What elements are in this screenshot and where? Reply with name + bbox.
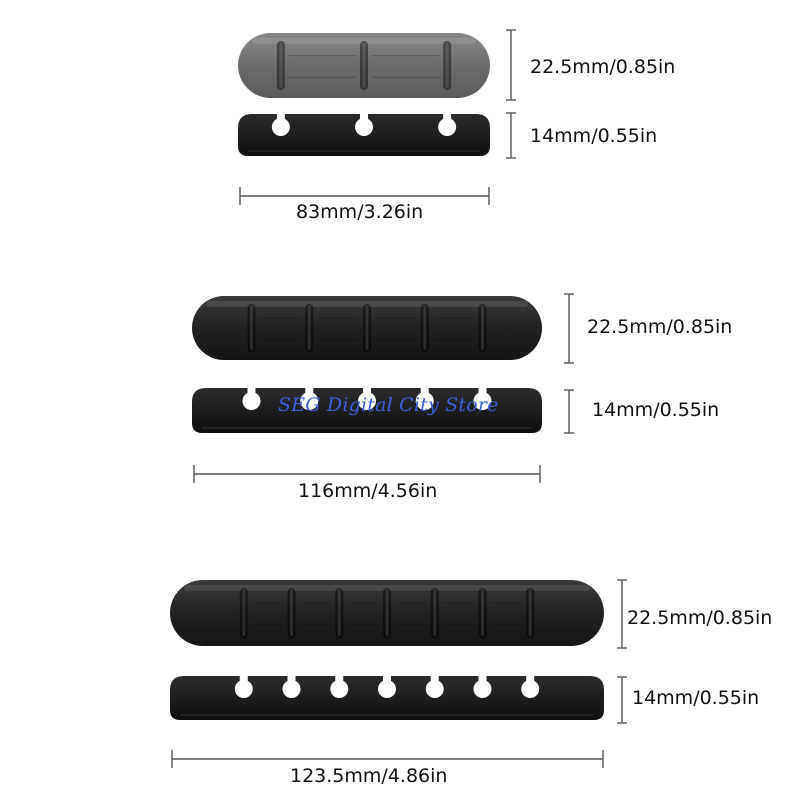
clip-side-hole bbox=[473, 680, 492, 698]
product-5-slot-height-side-label: 14mm/0.55in bbox=[592, 399, 720, 421]
clip-top-slot bbox=[420, 304, 429, 352]
clip-top-slot bbox=[360, 41, 368, 90]
clip-side-hole-opening bbox=[383, 675, 391, 683]
clip-side-hole bbox=[355, 118, 373, 136]
clip-top-slot bbox=[430, 588, 439, 638]
product-5-slot-length-label: 116mm/4.56in bbox=[298, 480, 438, 502]
clip-side-hole bbox=[300, 392, 319, 410]
clip-top-slot-shine bbox=[481, 306, 484, 350]
clip-top-view bbox=[192, 296, 542, 360]
clip-side-hole-opening bbox=[430, 675, 439, 683]
clip-top-view bbox=[170, 580, 604, 646]
clip-side-hole bbox=[425, 680, 444, 698]
clip-side-hole-opening bbox=[478, 675, 487, 683]
clip-top-slot-shine bbox=[423, 306, 427, 350]
clip-top-slot bbox=[287, 588, 296, 638]
clip-side-hole bbox=[438, 118, 457, 136]
clip-side-base bbox=[180, 714, 594, 716]
clip-side-hole-opening bbox=[526, 675, 535, 683]
clip-side-base bbox=[202, 427, 532, 429]
clip-top-slot bbox=[335, 588, 344, 638]
clip-top-slot bbox=[276, 41, 285, 90]
clip-side-hole-opening bbox=[276, 113, 285, 121]
clip-top-slot-shine bbox=[242, 590, 246, 636]
clip-side-hole-opening bbox=[360, 113, 368, 121]
clip-top-highlight bbox=[252, 38, 476, 44]
clip-product-3-slot bbox=[238, 33, 490, 156]
clip-top-slot bbox=[478, 304, 487, 352]
clip-top-slot bbox=[383, 588, 391, 638]
clip-top-slot bbox=[478, 588, 487, 638]
product-7-slot-height-side-label: 14mm/0.55in bbox=[632, 687, 760, 709]
clip-top-slot-shine bbox=[365, 306, 369, 350]
clip-top-view bbox=[238, 33, 490, 98]
clip-top-slot-shine bbox=[528, 590, 532, 636]
clip-side-hole-opening bbox=[247, 387, 256, 395]
clip-top-slot-shine bbox=[433, 590, 437, 636]
clip-side-hole bbox=[473, 392, 492, 410]
clip-top-slot bbox=[363, 304, 371, 352]
clip-top-slot-shine bbox=[250, 306, 253, 350]
product-3-slot-height-top-label: 22.5mm/0.85in bbox=[530, 56, 676, 78]
product-5-slot-height-top-label: 22.5mm/0.85in bbox=[587, 316, 733, 338]
clip-top-slot bbox=[305, 304, 314, 352]
clip-top-highlight bbox=[206, 301, 528, 307]
clip-side-hole bbox=[378, 680, 396, 698]
clip-side-hole-opening bbox=[305, 387, 314, 395]
dimension-lines-product-7-slot bbox=[171, 579, 627, 768]
product-7-slot-length-label: 123.5mm/4.86in bbox=[290, 765, 448, 787]
clip-product-7-slot bbox=[170, 580, 604, 720]
clip-side-base bbox=[248, 150, 480, 152]
clip-side-hole bbox=[234, 680, 253, 698]
clip-top-highlight bbox=[184, 585, 590, 591]
clip-side-hole bbox=[330, 680, 349, 698]
clip-side-hole bbox=[242, 392, 261, 410]
clip-top-slot-shine bbox=[307, 306, 311, 350]
clip-side-view bbox=[192, 388, 542, 433]
clip-side-hole-opening bbox=[335, 675, 344, 683]
dimension-lines-product-5-slot bbox=[193, 293, 574, 483]
clip-top-slot bbox=[239, 588, 248, 638]
clip-product-5-slot bbox=[192, 296, 542, 433]
clip-top-slot-shine bbox=[480, 590, 484, 636]
clip-top-slot-shine bbox=[385, 590, 389, 636]
clip-top-slot-shine bbox=[337, 590, 341, 636]
watermark: SEG Digital City Store bbox=[278, 394, 499, 416]
clip-side-hole-opening bbox=[478, 387, 487, 395]
clip-top-slot bbox=[526, 588, 535, 638]
clip-top-slot-shine bbox=[279, 43, 283, 88]
clip-top-slot bbox=[247, 304, 256, 352]
clip-top-slot bbox=[443, 41, 452, 90]
product-7-slot-height-top-label: 22.5mm/0.85in bbox=[627, 607, 773, 629]
clip-side-hole-opening bbox=[363, 387, 371, 395]
clip-top-slot-shine bbox=[290, 590, 294, 636]
clip-side-hole bbox=[358, 392, 376, 410]
clip-side-hole bbox=[521, 680, 540, 698]
clip-side-hole-opening bbox=[420, 387, 429, 395]
clip-side-hole-opening bbox=[443, 113, 452, 121]
clip-side-hole bbox=[282, 680, 301, 698]
clip-top-slot-shine bbox=[445, 43, 449, 88]
clip-side-hole-opening bbox=[239, 675, 248, 683]
clip-side-hole-opening bbox=[287, 675, 296, 683]
dimension-lines-product-3-slot bbox=[239, 29, 516, 205]
clip-top-slot-shine bbox=[362, 43, 366, 88]
clip-side-hole bbox=[271, 118, 290, 136]
product-3-slot-height-side-label: 14mm/0.55in bbox=[530, 125, 658, 147]
product-3-slot-length-label: 83mm/3.26in bbox=[296, 201, 424, 223]
clip-side-hole bbox=[415, 392, 434, 410]
